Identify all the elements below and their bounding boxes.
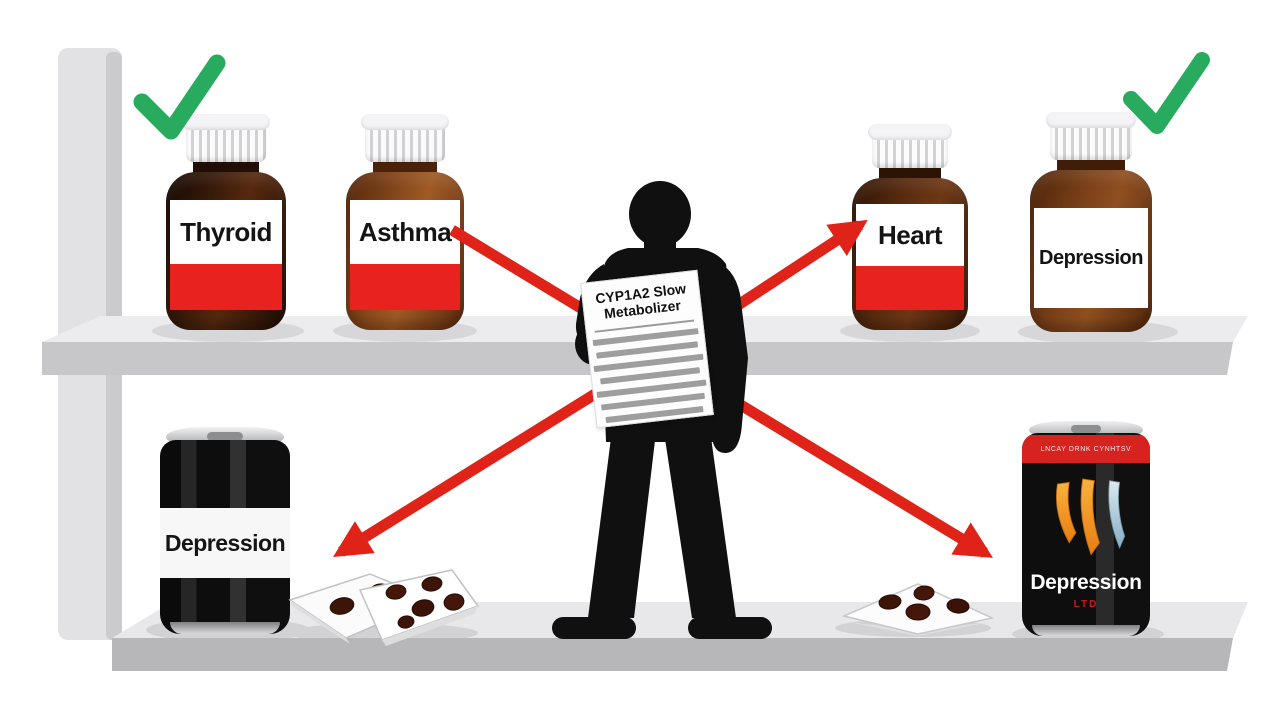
claw-logo-icon [1056,478,1126,556]
pill-bottle-heart: Heart [852,124,968,330]
bottle-body: Heart [852,178,968,330]
can-bottom-rim [170,622,280,634]
bottle-body: Depression [1030,170,1152,332]
genetic-report-paper: CYP1A2 Slow Metabolizer [580,269,714,429]
soda-can-depression: Depression [160,427,290,639]
pill-bottle-depression: Depression [1030,112,1152,332]
bottle-body: Thyroid [166,172,286,330]
bottle-label: Thyroid [170,200,282,310]
red-band [856,266,964,310]
bottle-cap [868,124,952,168]
bottle-label-text: Depression [1039,246,1143,269]
red-band [170,264,282,310]
can-label-text: Depression [160,508,290,578]
pills [385,576,465,629]
can-bottom-rim [1032,625,1140,636]
can-body: Depression [160,440,290,634]
bottle-label: Asthma [350,200,460,310]
bottle-cap [1046,112,1136,160]
pill-bottle-thyroid: Thyroid [166,114,286,330]
packet-edge [382,606,478,646]
bottle-label-text: Thyroid [180,216,272,247]
bottle-body: Asthma [346,172,464,330]
can-band-text: LNCAY DRNK CYNHTSV [1040,445,1132,453]
can-top-band: LNCAY DRNK CYNHTSV [1022,435,1150,463]
bottle-label: Heart [856,204,964,310]
pill-bottle-asthma: Asthma [346,114,464,330]
pills [878,585,970,621]
red-band [350,264,460,310]
bottle-label: Depression [1034,208,1148,308]
energy-drink-can: LNCAY DRNK CYNHTSV Depression LTD [1022,421,1150,641]
packet-edge [290,600,350,644]
report-title: CYP1A2 Slow Metabolizer [582,280,701,324]
can-body: LNCAY DRNK CYNHTSV Depression LTD [1022,433,1150,636]
bottle-label-text: Heart [878,219,942,250]
pill-packets-left [288,569,480,646]
report-body-lines [588,328,713,425]
bottle-cap [182,114,270,162]
pill-packet-right [841,583,995,636]
can-label-text: Depression [1030,571,1142,594]
can-sub-text: LTD [1073,599,1099,610]
bottle-label-text: Asthma [358,216,452,247]
bottom-shelf-front [112,638,1233,671]
bottle-cap [361,114,449,162]
